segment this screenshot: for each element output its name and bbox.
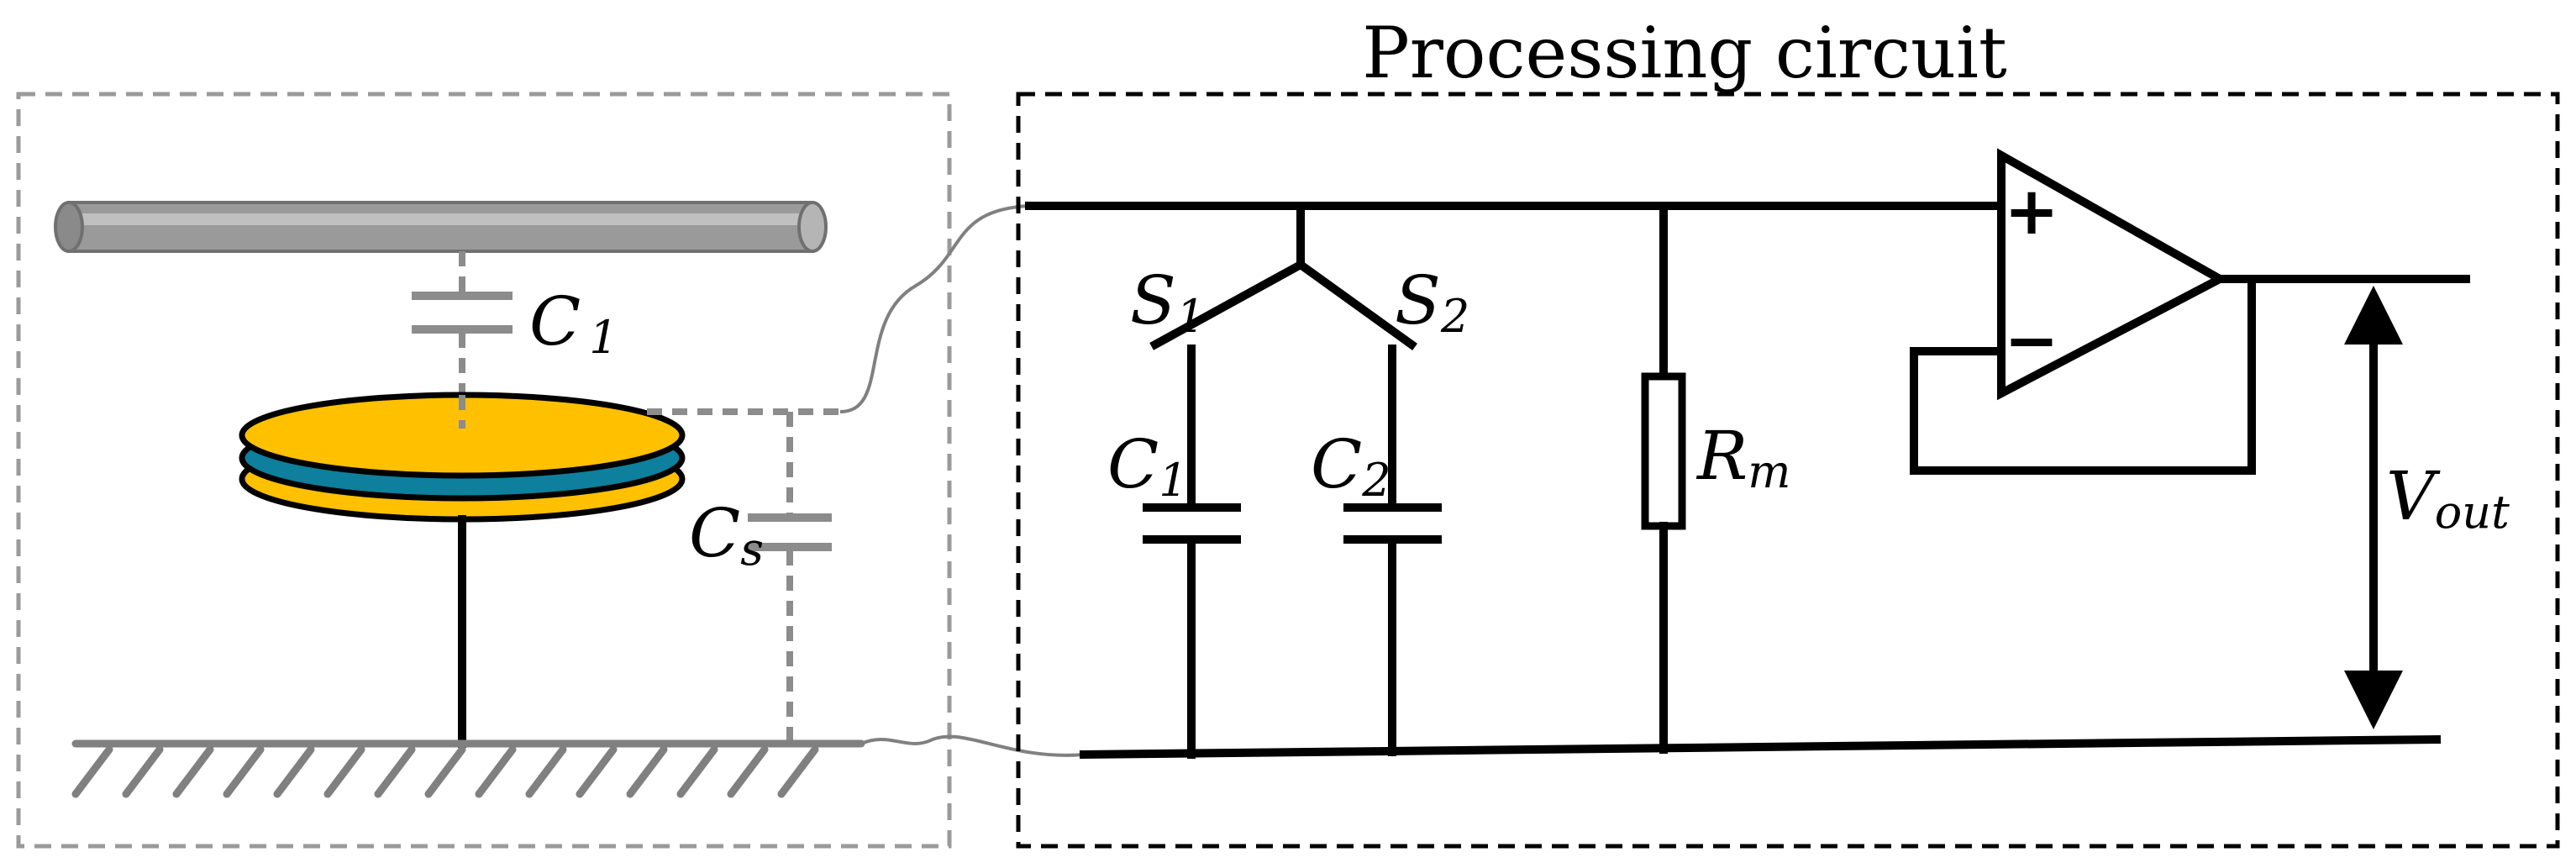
label-rm-main: R — [1695, 417, 1748, 495]
opamp-minus-sign: − — [2004, 303, 2058, 379]
op-amp — [1997, 148, 2229, 401]
bottom-rail — [1079, 734, 2442, 760]
label-c2-circuit: C2 — [1311, 425, 1391, 507]
sensor-frame — [16, 92, 952, 849]
label-rm: Rm — [1695, 417, 1790, 498]
resistor-rm — [1641, 202, 1686, 754]
label-vout-main: V — [2386, 457, 2441, 535]
label-rm-sub: m — [1748, 445, 1790, 498]
label-c1-circuit: C1 — [1107, 425, 1188, 507]
label-c2-circuit-sub: 2 — [1361, 454, 1391, 507]
label-c1-circuit-main: C — [1107, 425, 1159, 503]
switch-s1-blade — [1149, 259, 1306, 350]
label-c1-sensor-main: C — [529, 282, 581, 360]
label-s1-main: S — [1130, 261, 1176, 339]
label-c1-sensor-sub: 1 — [589, 311, 618, 364]
label-cs-main: C — [689, 494, 740, 572]
label-vout-sub: out — [2435, 486, 2510, 539]
feedback-loop — [1910, 275, 2256, 475]
label-c1-circuit-sub: 1 — [1159, 454, 1187, 507]
switch-s2-blade — [1295, 259, 1417, 350]
ground-symbol — [71, 739, 865, 798]
conductor-rod — [54, 201, 828, 253]
label-s1: S1 — [1130, 261, 1205, 343]
label-c2-circuit-main: C — [1311, 425, 1362, 503]
stray-capacitor-cs — [647, 408, 840, 744]
capacitor-c2 — [1343, 345, 1442, 756]
label-s2-sub: 2 — [1440, 290, 1469, 343]
label-cs: Cs — [689, 494, 764, 576]
label-s1-sub: 1 — [1176, 290, 1205, 343]
label-s2: S2 — [1395, 261, 1469, 343]
disc-sensor — [239, 392, 686, 523]
signal-lead-curve — [839, 204, 1030, 413]
label-vout: Vout — [2386, 457, 2510, 539]
vout-arrow — [2344, 286, 2403, 729]
capacitor-c1 — [1143, 345, 1241, 759]
label-cs-sub: s — [740, 523, 764, 576]
diagram-title: Processing circuit — [1362, 12, 2007, 94]
label-s2-main: S — [1395, 261, 1441, 339]
ground-lead-curve — [860, 734, 1085, 757]
opamp-plus-sign: + — [2004, 174, 2058, 250]
processing-frame — [1016, 92, 2560, 849]
